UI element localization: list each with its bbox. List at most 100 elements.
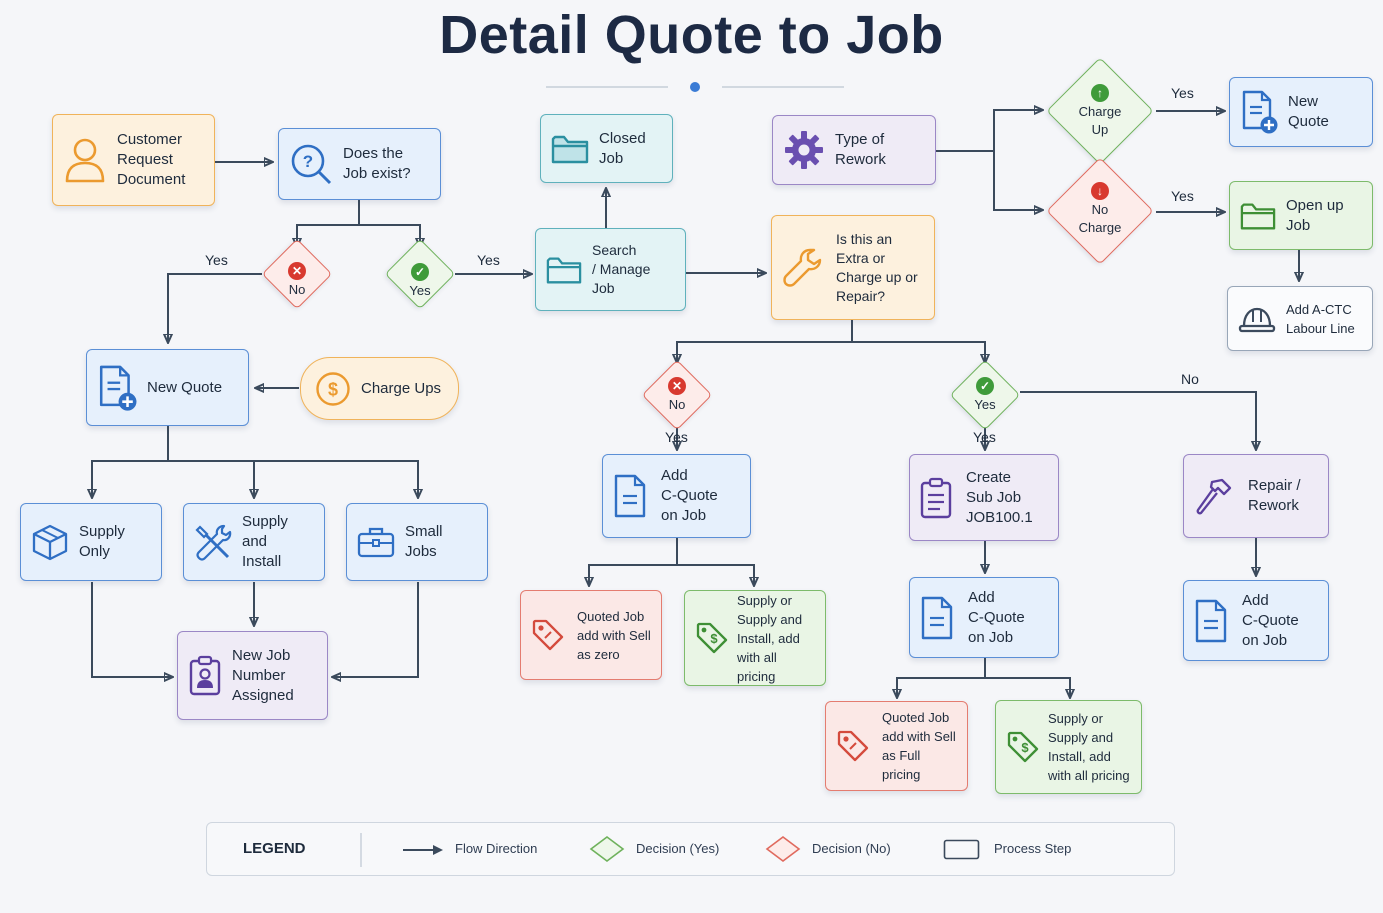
new-quote-top-node[interactable]: New Quote: [1229, 77, 1373, 147]
price-tag-icon: $: [695, 621, 729, 655]
charge-ups-label: Charge Ups: [361, 379, 442, 397]
hard-hat-icon: [1238, 304, 1276, 334]
hammer-icon: [1194, 476, 1234, 516]
edge-label-yes-under-yes: Yes: [973, 429, 996, 445]
supply-pricing-label-1: Supply or Supply and Install, add with a…: [737, 592, 803, 684]
small-jobs-node[interactable]: Small Jobs: [346, 503, 488, 581]
document-icon: [1194, 599, 1228, 643]
customer-request-label: Customer Request Document: [117, 131, 186, 188]
add-cquote-node-1[interactable]: Add C-Quote on Job: [602, 454, 751, 538]
add-cquote-label-2: Add C-Quote on Job: [968, 588, 1025, 646]
decision-charge-up-label: Charge Up: [1078, 104, 1122, 137]
legend-decision-yes-label: Decision (Yes): [636, 841, 720, 856]
new-quote-left-label: New Quote: [147, 378, 223, 396]
legend-process-label: Process Step: [994, 841, 1072, 856]
svg-text:$: $: [1021, 740, 1029, 755]
decision-extra-no-label: No: [668, 397, 686, 412]
quoted-full-label: Quoted Job add with Sell as Full pricing: [882, 710, 956, 782]
arrow-down-circle-icon: ↓: [1091, 182, 1109, 200]
search-manage-job-node[interactable]: Search / Manage Job: [535, 228, 686, 311]
edge-label-no-repair: No: [1181, 371, 1199, 387]
red-diamond-icon: [765, 836, 801, 862]
add-cquote-label-3: Add C-Quote on Job: [1242, 591, 1299, 649]
folder-icon: [1240, 200, 1276, 232]
extra-or-charge-label: Is this an Extra or Charge up or Repair?: [836, 230, 918, 304]
closed-job-label: Closed Job: [599, 129, 646, 167]
decision-extra-yes-label: Yes: [974, 397, 996, 412]
document-icon: [920, 596, 954, 640]
x-circle-icon: ✕: [668, 377, 686, 395]
type-of-rework-label: Type of Rework: [835, 131, 886, 168]
charge-ups-node[interactable]: $ Charge Ups: [300, 357, 459, 420]
open-up-job-label: Open up Job: [1286, 196, 1344, 234]
arrow-right-icon: [403, 845, 443, 855]
decision-exist-no-label: No: [288, 282, 306, 297]
add-actc-label: Add A-CTC Labour Line: [1286, 301, 1355, 336]
new-job-number-label: New Job Number Assigned: [232, 646, 294, 704]
closed-job-node[interactable]: Closed Job: [540, 114, 673, 183]
add-cquote-node-3[interactable]: Add C-Quote on Job: [1183, 580, 1329, 661]
repair-rework-node[interactable]: Repair / Rework: [1183, 454, 1329, 538]
supply-only-label: Supply Only: [79, 523, 125, 560]
wrench-icon: [782, 246, 826, 290]
document-plus-icon: [1240, 90, 1278, 134]
new-quote-top-label: New Quote: [1288, 93, 1329, 130]
supply-install-node[interactable]: Supply and Install: [183, 503, 325, 581]
svg-text:$: $: [710, 631, 718, 646]
briefcase-icon: [357, 525, 395, 559]
gear-icon: [783, 129, 825, 171]
legend-divider: [360, 833, 362, 867]
edge-label-yes-charge-up: Yes: [1171, 85, 1194, 101]
quoted-zero-label: Quoted Job add with Sell as zero: [577, 608, 651, 662]
person-icon: [63, 136, 107, 184]
folder-icon: [546, 254, 582, 286]
check-circle-icon: ✓: [411, 263, 429, 281]
page-title: Detail Quote to Job: [439, 5, 944, 65]
edge-label-yes-no-charge: Yes: [1171, 188, 1194, 204]
edge-label-yes-search: Yes: [477, 252, 500, 268]
x-circle-icon: ✕: [288, 262, 306, 280]
edge-label-yes-left: Yes: [205, 252, 228, 268]
create-subjob-node[interactable]: Create Sub Job JOB100.1: [909, 454, 1059, 541]
process-box-icon: [943, 839, 980, 860]
decision-no-charge-label: No Charge: [1078, 202, 1122, 235]
svg-text:$: $: [328, 379, 338, 399]
open-up-job-node[interactable]: Open up Job: [1229, 181, 1373, 250]
quoted-full-node[interactable]: Quoted Job add with Sell as Full pricing: [825, 701, 968, 791]
search-manage-job-label: Search / Manage Job: [592, 242, 651, 296]
extra-or-charge-node[interactable]: Is this an Extra or Charge up or Repair?: [771, 215, 935, 320]
tag-icon: [836, 729, 870, 763]
arrow-up-circle-icon: ↑: [1091, 84, 1109, 102]
new-quote-left-node[interactable]: New Quote: [86, 349, 249, 426]
clipboard-list-icon: [920, 477, 952, 519]
type-of-rework-node[interactable]: Type of Rework: [772, 115, 936, 185]
svg-text:?: ?: [303, 152, 313, 171]
tag-icon: [531, 618, 565, 652]
decision-exist-no-label-wrap: ✕ No: [270, 262, 324, 299]
folder-icon: [551, 133, 589, 165]
document-icon: [613, 474, 647, 518]
job-exist-label: Does the Job exist?: [343, 145, 411, 182]
small-jobs-label: Small Jobs: [405, 523, 443, 560]
add-actc-labour-node[interactable]: Add A-CTC Labour Line: [1227, 286, 1373, 351]
supply-pricing-label-2: Supply or Supply and Install, add with a…: [1048, 711, 1130, 783]
create-subjob-label: Create Sub Job JOB100.1: [966, 468, 1033, 526]
add-cquote-node-2[interactable]: Add C-Quote on Job: [909, 577, 1059, 658]
repair-rework-label: Repair / Rework: [1248, 477, 1301, 514]
supply-only-node[interactable]: Supply Only: [20, 503, 162, 581]
decision-charge-up-label-wrap: ↑ Charge Up: [1060, 84, 1140, 139]
title-divider-dot: [690, 82, 700, 92]
legend-decision-no-label: Decision (No): [812, 841, 891, 856]
supply-pricing-node-2[interactable]: $ Supply or Supply and Install, add with…: [995, 700, 1142, 794]
check-circle-icon: ✓: [976, 377, 994, 395]
supply-pricing-node-1[interactable]: $ Supply or Supply and Install, add with…: [684, 590, 826, 686]
decision-no-charge-label-wrap: ↓ No Charge: [1060, 182, 1140, 237]
decision-extra-yes-label-wrap: ✓ Yes: [958, 377, 1012, 414]
new-job-number-node[interactable]: New Job Number Assigned: [177, 631, 328, 720]
customer-request-node[interactable]: Customer Request Document: [52, 114, 215, 206]
add-cquote-label-1: Add C-Quote on Job: [661, 467, 718, 524]
quoted-zero-node[interactable]: Quoted Job add with Sell as zero: [520, 590, 662, 680]
legend: LEGEND Flow Direction Decision (Yes) Dec…: [206, 822, 1175, 876]
job-exist-node[interactable]: ? Does the Job exist?: [278, 128, 441, 200]
